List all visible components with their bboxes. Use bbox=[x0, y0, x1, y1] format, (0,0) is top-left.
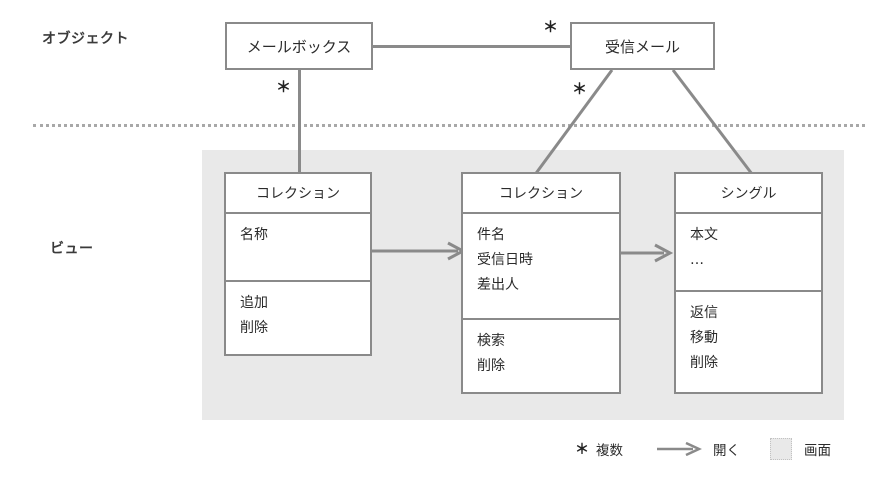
legend-label-open: 開く bbox=[713, 443, 740, 459]
arrow-collection-to-mail-collection-icon bbox=[370, 241, 467, 261]
connector-received-mail-to-single bbox=[671, 69, 754, 175]
operation-row[interactable]: 削除 bbox=[690, 355, 718, 371]
operation-row[interactable]: 移動 bbox=[690, 330, 718, 346]
view-box-collection-mail-operations: 検索 削除 bbox=[463, 318, 619, 392]
attribute-row: 受信日時 bbox=[477, 252, 533, 268]
object-box-received-mail-label: 受信メール bbox=[604, 37, 680, 56]
operation-row[interactable]: 返信 bbox=[690, 305, 718, 321]
asterisk-icon: ＊ bbox=[575, 442, 589, 458]
view-box-collection-mailbox[interactable]: コレクション 名称 追加 削除 bbox=[224, 172, 372, 356]
legend-item-open: 開く bbox=[657, 439, 740, 459]
view-box-collection-mailbox-attributes: 名称 bbox=[226, 214, 370, 280]
multiplicity-received-mail-to-collection: ＊ bbox=[572, 80, 588, 98]
operation-row[interactable]: 追加 bbox=[240, 295, 268, 311]
view-box-collection-mailbox-title: コレクション bbox=[226, 174, 370, 214]
attribute-row: 名称 bbox=[240, 227, 268, 243]
row-label-object: オブジェクト bbox=[42, 31, 129, 47]
legend-label-multiple: 複数 bbox=[596, 443, 623, 459]
screen-swatch-icon bbox=[770, 438, 792, 460]
object-box-mailbox[interactable]: メールボックス bbox=[225, 22, 373, 70]
view-box-collection-mail-title: コレクション bbox=[463, 174, 619, 214]
multiplicity-mailbox-to-received-mail: ＊ bbox=[543, 18, 559, 36]
operation-row[interactable]: 削除 bbox=[477, 358, 505, 374]
view-box-single-mail-attributes: 本文 … bbox=[676, 214, 821, 290]
connector-received-mail-to-mail-collection bbox=[532, 69, 614, 177]
layer-divider bbox=[33, 124, 865, 127]
legend: ＊ 複数 開く 画面 bbox=[575, 438, 831, 460]
attribute-row: 件名 bbox=[477, 227, 505, 243]
attribute-row: … bbox=[690, 252, 704, 268]
view-box-single-mail[interactable]: シングル 本文 … 返信 移動 削除 bbox=[674, 172, 823, 394]
object-box-mailbox-label: メールボックス bbox=[246, 37, 352, 56]
operation-row[interactable]: 削除 bbox=[240, 320, 268, 336]
object-box-received-mail[interactable]: 受信メール bbox=[570, 22, 715, 70]
view-box-collection-mail-attributes: 件名 受信日時 差出人 bbox=[463, 214, 619, 318]
attribute-row: 差出人 bbox=[477, 277, 519, 293]
legend-label-screen: 画面 bbox=[804, 443, 831, 459]
view-box-collection-mail[interactable]: コレクション 件名 受信日時 差出人 検索 削除 bbox=[461, 172, 621, 394]
connector-mailbox-to-received-mail bbox=[373, 45, 571, 48]
attribute-row: 本文 bbox=[690, 227, 718, 243]
operation-row[interactable]: 検索 bbox=[477, 333, 505, 349]
arrow-mail-collection-to-single-icon bbox=[619, 243, 674, 263]
view-box-collection-mailbox-operations: 追加 削除 bbox=[226, 280, 370, 354]
multiplicity-mailbox-to-collection: ＊ bbox=[276, 78, 292, 96]
row-label-view: ビュー bbox=[50, 241, 94, 257]
legend-item-screen: 画面 bbox=[770, 438, 831, 460]
view-box-single-mail-operations: 返信 移動 削除 bbox=[676, 290, 821, 392]
legend-item-multiple: ＊ 複数 bbox=[575, 439, 623, 459]
connector-mailbox-to-collection bbox=[298, 70, 301, 174]
view-box-single-mail-title: シングル bbox=[676, 174, 821, 214]
arrow-right-icon bbox=[657, 442, 703, 456]
